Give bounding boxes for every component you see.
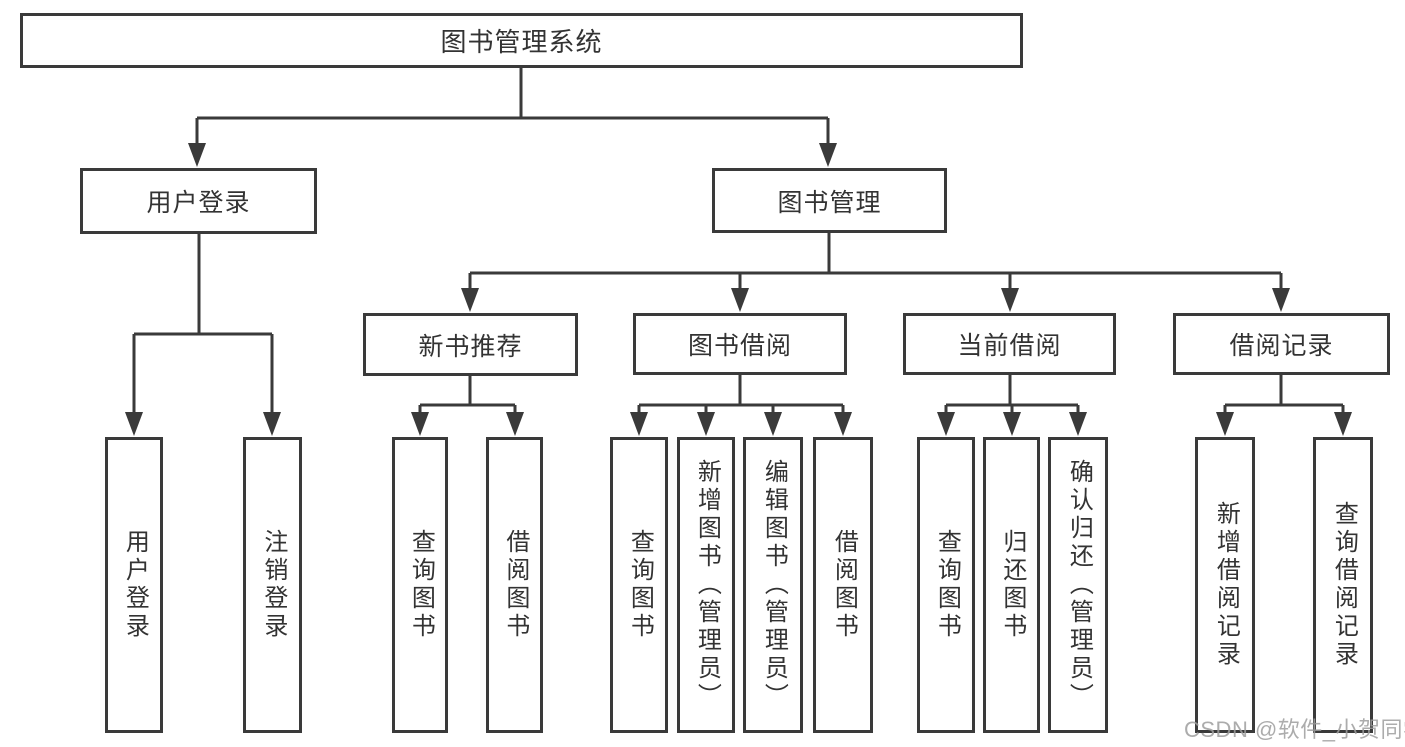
connector-book-mgmt-to-level3	[461, 233, 1290, 312]
node-root-system-label: 图书管理系统	[440, 27, 603, 57]
leaf-query-books-current: 查询图书	[917, 437, 975, 733]
leaf-user-login: 用户登录	[105, 437, 163, 733]
leaf-confirm-return-admin-label: 确认归还（管理员）	[1065, 459, 1093, 711]
leaf-logout: 注销登录	[243, 437, 302, 733]
connector-borrow-records-to-leaves	[1216, 375, 1352, 436]
leaf-borrow-books-recommend-label: 借阅图书	[501, 529, 529, 641]
leaf-borrow-books: 借阅图书	[813, 437, 873, 733]
leaf-borrow-books-label: 借阅图书	[830, 529, 858, 641]
node-user-login: 用户登录	[80, 168, 317, 234]
connector-current-borrow-to-leaves	[937, 375, 1087, 436]
node-borrowing-records: 借阅记录	[1173, 313, 1390, 375]
leaf-edit-books-admin-label: 编辑图书（管理员）	[760, 459, 788, 711]
node-new-book-recommend: 新书推荐	[363, 313, 578, 376]
leaf-add-books-admin: 新增图书（管理员）	[677, 437, 735, 733]
node-book-management: 图书管理	[712, 168, 947, 233]
leaf-add-books-admin-label: 新增图书（管理员）	[693, 459, 721, 711]
leaf-borrow-books-recommend: 借阅图书	[486, 437, 543, 733]
leaf-confirm-return-admin: 确认归还（管理员）	[1048, 437, 1108, 733]
node-root-system: 图书管理系统	[20, 13, 1023, 68]
leaf-query-borrow-record: 查询借阅记录	[1313, 437, 1373, 733]
node-book-borrowing: 图书借阅	[633, 313, 847, 375]
connector-root-to-level2	[188, 68, 837, 167]
connector-user-login-to-leaves	[125, 234, 281, 436]
connector-book-borrow-to-leaves	[630, 375, 852, 436]
node-new-book-recommend-label: 新书推荐	[418, 332, 523, 361]
leaf-return-books: 归还图书	[983, 437, 1040, 733]
leaf-query-books-borrow-label: 查询图书	[626, 529, 654, 641]
leaf-query-books-current-label: 查询图书	[933, 529, 961, 641]
leaf-query-borrow-record-label: 查询借阅记录	[1330, 501, 1358, 669]
node-book-borrowing-label: 图书借阅	[687, 332, 792, 360]
leaf-add-borrow-record-label: 新增借阅记录	[1212, 501, 1240, 669]
leaf-query-books-recommend: 查询图书	[392, 437, 448, 733]
leaf-query-books-borrow: 查询图书	[610, 437, 668, 733]
leaf-user-login-label: 用户登录	[121, 529, 149, 641]
leaf-add-borrow-record: 新增借阅记录	[1195, 437, 1255, 733]
node-user-login-label: 用户登录	[146, 189, 251, 217]
leaf-return-books-label: 归还图书	[998, 529, 1026, 641]
leaf-logout-label: 注销登录	[259, 529, 287, 641]
node-borrowing-records-label: 借阅记录	[1229, 332, 1334, 360]
csdn-watermark: CSDN @软件_小贺同学	[1184, 717, 1405, 742]
node-current-borrowing: 当前借阅	[903, 313, 1116, 375]
connector-new-books-to-leaves	[411, 376, 524, 436]
leaf-edit-books-admin: 编辑图书（管理员）	[743, 437, 803, 733]
node-book-management-label: 图书管理	[777, 188, 882, 217]
leaf-query-books-recommend-label: 查询图书	[407, 529, 435, 641]
node-current-borrowing-label: 当前借阅	[957, 332, 1062, 360]
